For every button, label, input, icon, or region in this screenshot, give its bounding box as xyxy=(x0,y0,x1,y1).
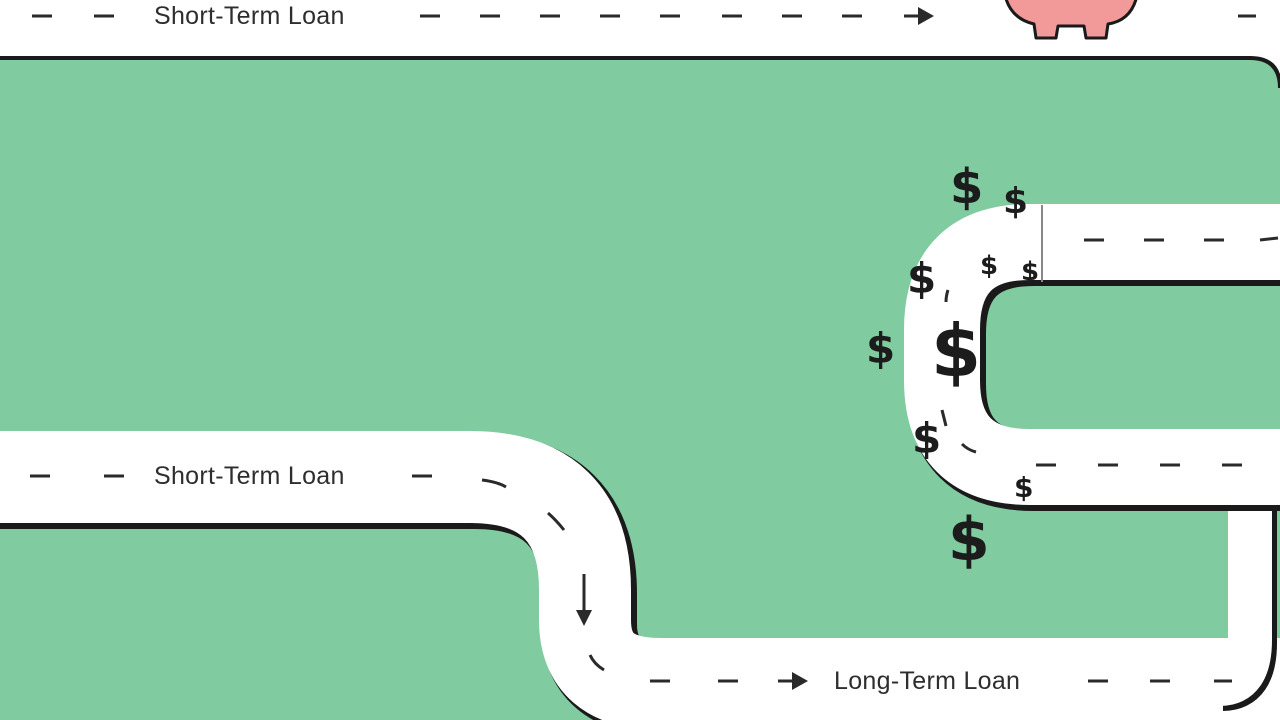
dollar-sign-icon: $ xyxy=(1003,181,1028,222)
green-field xyxy=(0,58,1280,720)
s-curve-road xyxy=(904,204,1280,505)
dollar-sign-icon: $ xyxy=(931,309,981,393)
dollar-sign-icon: $ xyxy=(1021,257,1039,287)
arrow-right-icon xyxy=(904,7,934,25)
dollar-sign-icon: $ xyxy=(950,159,983,215)
dollar-sign-icon: $ xyxy=(1014,471,1033,504)
dollar-sign-icon: $ xyxy=(866,324,895,373)
dollar-sign-icon: $ xyxy=(980,251,998,281)
dollar-sign-icon: $ xyxy=(912,414,941,463)
middle-road-label: Short-Term Loan xyxy=(154,462,345,490)
middle-road-dashes xyxy=(30,474,605,672)
top-road-label: Short-Term Loan xyxy=(154,2,345,30)
arrow-right-icon xyxy=(778,672,808,690)
dollar-sign-icon: $ xyxy=(948,505,990,575)
bottom-road-label: Long-Term Loan xyxy=(834,667,1020,695)
s-curve-road-dashes xyxy=(940,236,1279,467)
dollar-sign-icon: $ xyxy=(907,254,936,303)
right-road xyxy=(1218,465,1272,706)
piggy-bank-icon xyxy=(1004,0,1138,40)
arrow-down-icon xyxy=(576,574,592,626)
dollar-signs: $ $ $ $ $ $ $ $ $ $ xyxy=(866,159,1039,575)
